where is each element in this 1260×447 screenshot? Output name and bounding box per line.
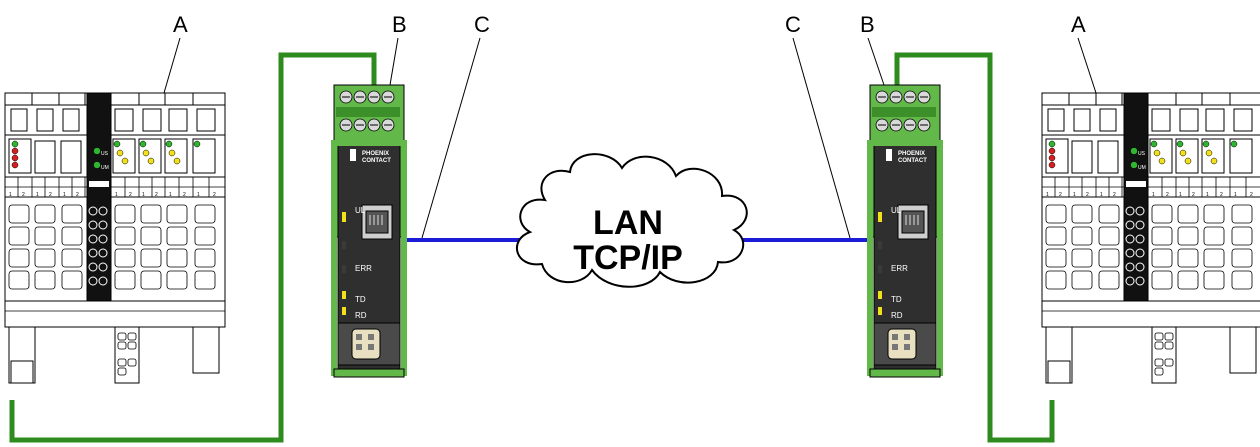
led-ul-label-left: UL [355,206,366,215]
callout-a-right: A [1071,12,1086,37]
io-label-um-left: UM [101,165,109,171]
module-brand-line2-right: CONTACT [898,158,927,164]
callout-b-right: B [860,12,875,37]
callout-leader-c-right [792,37,851,239]
callout-leader-a-right [1077,37,1097,94]
io-label-us-left: US [101,151,109,157]
led-err-label-right: ERR [891,264,908,273]
io-station-right [1041,92,1260,384]
callout-c-left: C [474,12,490,37]
io-station-left [4,92,226,384]
serial-cable-right [894,52,1055,443]
callout-c-right: C [785,12,801,37]
led-ul-label-right: UL [891,206,902,215]
led-rd-label-right: RD [891,311,903,320]
callout-leader-b-right [867,37,885,86]
io-label-us-right: US [1138,151,1146,157]
callout-a-left: A [173,12,188,37]
io-label-um-right: UM [1138,165,1146,171]
interface-module-right [870,85,940,377]
led-rd-label-left: RD [355,311,367,320]
callout-leader-b-left [389,37,399,86]
cloud-label-lan: LAN [593,204,663,242]
callout-b-left: B [392,12,407,37]
module-brand-line2-left: CONTACT [362,158,391,164]
led-td-label-right: TD [891,295,902,304]
callout-leader-a-left [163,37,181,94]
module-brand-line1-left: PHOENIX [362,151,389,157]
led-err-label-left: ERR [355,264,372,273]
lan-cloud-shape [516,153,748,288]
serial-cable-left [9,52,377,443]
led-td-label-left: TD [355,295,366,304]
interface-module-left [334,85,404,377]
cloud-label-tcpip: TCP/IP [573,239,683,277]
callout-leader-c-left [421,37,481,239]
module-brand-line1-right: PHOENIX [898,151,925,157]
